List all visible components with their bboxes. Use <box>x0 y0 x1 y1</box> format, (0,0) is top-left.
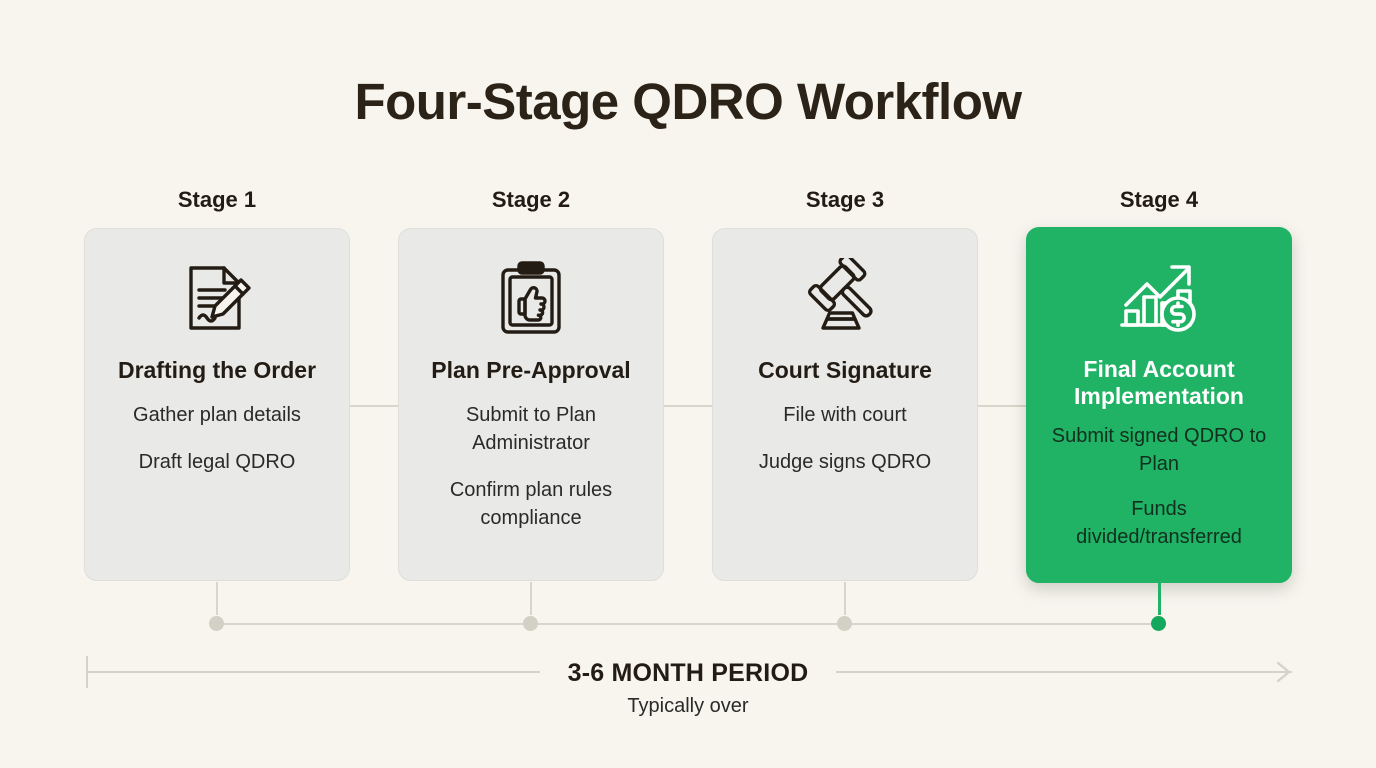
duration-label-backdrop <box>540 656 836 690</box>
stage-label-4: Stage 4 <box>1119 187 1199 212</box>
stage-bullet: Submit to Plan Administrator <box>465 403 597 454</box>
timeline-dot-2[interactable] <box>523 616 538 631</box>
timeline-stem-3 <box>844 582 846 615</box>
card-connector-3-4 <box>978 405 1026 407</box>
page-title: Four-Stage QDRO Workflow <box>354 73 1022 130</box>
stage-card-1[interactable]: Drafting the Order Gather plan details D… <box>84 228 350 581</box>
stage-title-3: Court Signature <box>758 357 932 383</box>
stage-bullet: Funds divided/transferred <box>1076 497 1242 548</box>
clipboard-thumbs-up-icon <box>483 255 579 341</box>
duration-label: 3-6 MONTH PERIOD <box>567 659 809 687</box>
stage-label-3: Stage 3 <box>805 187 885 212</box>
stage-bullet: Submit signed QDRO to Plan <box>1051 424 1267 475</box>
timeline-stem-2 <box>530 582 532 615</box>
timeline-dot-4[interactable] <box>1151 616 1166 631</box>
stage-title-4: Final Account Implementation <box>1074 356 1244 409</box>
stage-bullets-4: Submit signed QDRO to Plan Funds divided… <box>1052 422 1267 551</box>
stage-label-1: Stage 1 <box>177 187 257 212</box>
duration-sublabel: Typically over <box>627 695 749 717</box>
timeline-dot-1[interactable] <box>209 616 224 631</box>
stage-bullet: Confirm plan rules compliance <box>449 478 613 529</box>
stage-title-1: Drafting the Order <box>117 357 317 383</box>
stage-card-4[interactable]: Final Account Implementation Submit sign… <box>1026 227 1292 583</box>
stage-bullets-2: Submit to Plan Administrator Confirm pla… <box>424 401 639 532</box>
stage-bullet: Gather plan details <box>133 403 301 426</box>
stage-bullets-1: Gather plan details Draft legal QDRO <box>133 401 301 476</box>
card-connector-1-2 <box>350 405 398 407</box>
stage-card-2[interactable]: Plan Pre-Approval Submit to Plan Adminis… <box>398 228 664 581</box>
timeline-dot-3[interactable] <box>837 616 852 631</box>
duration-axis-start-cap <box>86 656 88 688</box>
timeline-rail-2-3 <box>538 622 837 625</box>
stage-bullet: Draft legal QDRO <box>138 450 296 473</box>
stage-label-2: Stage 2 <box>491 187 571 212</box>
growth-chart-dollar-icon <box>1111 254 1207 340</box>
stage-bullets-3: File with court Judge signs QDRO <box>759 401 931 476</box>
document-pencil-icon <box>169 255 265 341</box>
timeline-stem-4 <box>1158 582 1161 615</box>
stage-bullet: Judge signs QDRO <box>758 450 932 473</box>
timeline-stem-1 <box>216 582 218 615</box>
stage-card-3[interactable]: Court Signature File with court Judge si… <box>712 228 978 581</box>
timeline-rail-1-2 <box>224 622 523 625</box>
stage-bullet: File with court <box>783 403 907 426</box>
timeline-rail-3-4 <box>852 622 1151 625</box>
duration-axis-arrow-icon <box>1274 659 1294 685</box>
stage-title-2: Plan Pre-Approval <box>431 357 631 383</box>
card-connector-2-3 <box>664 405 712 407</box>
gavel-icon <box>797 255 893 341</box>
